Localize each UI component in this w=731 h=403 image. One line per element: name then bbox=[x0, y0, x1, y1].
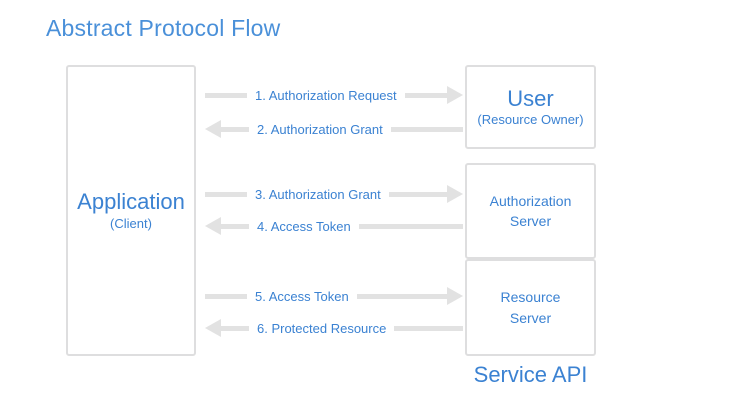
node-application-subtitle: (Client) bbox=[110, 215, 152, 231]
flow-line-stub bbox=[221, 126, 249, 132]
flow-line-stub bbox=[221, 325, 249, 331]
service-api-label: Service API bbox=[473, 362, 588, 387]
arrow-head-left-icon bbox=[205, 120, 221, 138]
node-user-title: User bbox=[507, 85, 554, 111]
node-authorization-server: Authorization Server bbox=[465, 163, 596, 259]
flow-line bbox=[356, 293, 447, 299]
page-title: Abstract Protocol Flow bbox=[46, 15, 281, 41]
flow-arrow-4: 4. Access Token bbox=[205, 216, 463, 236]
arrow-head-left-icon bbox=[205, 319, 221, 337]
node-resource-server: Resource Server bbox=[465, 259, 596, 356]
flow-label-5: 5. Access Token bbox=[255, 288, 349, 304]
flow-label-2: 2. Authorization Grant bbox=[257, 121, 383, 137]
flow-arrow-1: 1. Authorization Request bbox=[205, 85, 463, 105]
arrow-head-right-icon bbox=[447, 185, 463, 203]
node-user-subtitle: (Resource Owner) bbox=[477, 112, 584, 128]
flow-arrow-5: 5. Access Token bbox=[205, 286, 463, 306]
flow-line bbox=[404, 92, 447, 98]
flow-line bbox=[390, 126, 463, 132]
node-authorization-server-title: Authorization Server bbox=[489, 192, 572, 229]
flow-arrow-2: 2. Authorization Grant bbox=[205, 119, 463, 139]
flow-label-6: 6. Protected Resource bbox=[257, 320, 387, 336]
arrow-head-right-icon bbox=[447, 287, 463, 305]
node-application: Application (Client) bbox=[66, 65, 196, 356]
flow-arrow-3: 3. Authorization Grant bbox=[205, 184, 463, 204]
flow-label-1: 1. Authorization Request bbox=[255, 87, 397, 103]
flow-line bbox=[388, 191, 447, 197]
flow-line-stub bbox=[205, 293, 247, 299]
node-application-title: Application bbox=[77, 189, 185, 215]
node-resource-server-title: Resource Server bbox=[500, 289, 561, 326]
flow-label-4: 4. Access Token bbox=[257, 218, 351, 234]
flow-label-3: 3. Authorization Grant bbox=[255, 186, 381, 202]
arrow-head-right-icon bbox=[447, 86, 463, 104]
flow-line-stub bbox=[205, 92, 247, 98]
arrow-head-left-icon bbox=[205, 217, 221, 235]
flow-line-stub bbox=[221, 223, 249, 229]
flow-line bbox=[358, 223, 463, 229]
flow-line-stub bbox=[205, 191, 247, 197]
flow-arrow-6: 6. Protected Resource bbox=[205, 318, 463, 338]
flow-line bbox=[394, 325, 463, 331]
node-user: User (Resource Owner) bbox=[465, 65, 596, 149]
